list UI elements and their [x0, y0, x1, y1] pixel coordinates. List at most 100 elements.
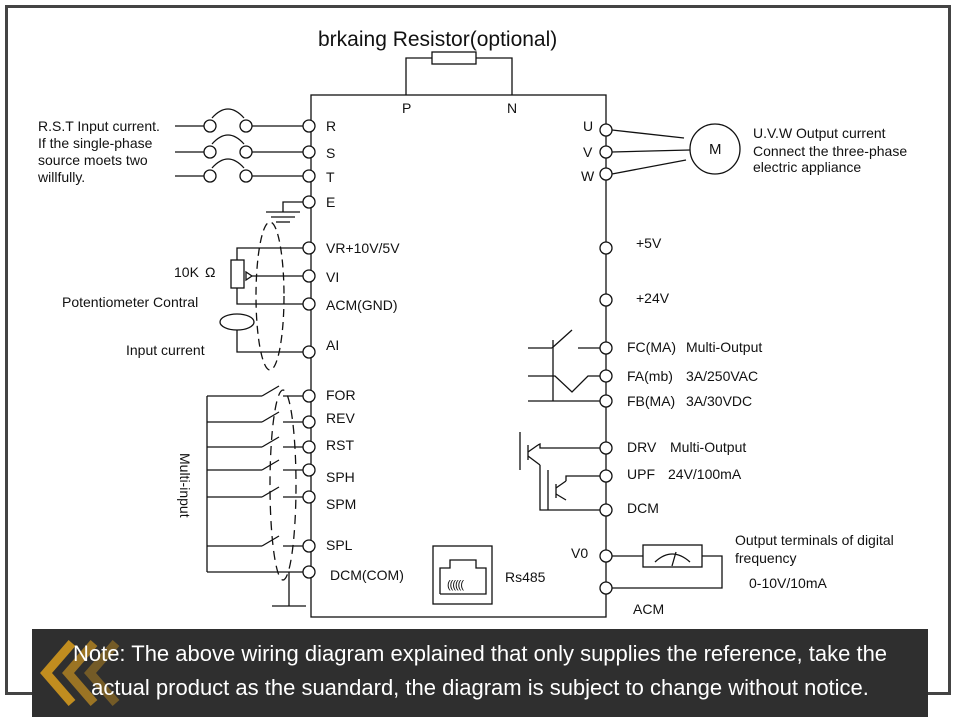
relay-text: Multi-Output [686, 339, 762, 355]
terminal-acm [302, 297, 316, 311]
label-rev: REV [326, 410, 355, 426]
label-t: T [326, 169, 335, 185]
label-r: R [326, 118, 336, 134]
terminal-fb [599, 394, 613, 408]
svg-text:((((((: (((((( [447, 579, 464, 591]
digital-freq-text: 0-10V/10mA [749, 575, 827, 591]
label-fc: FC(MA) [627, 339, 676, 355]
terminal-fa [599, 369, 613, 383]
terminal-s [302, 145, 316, 159]
label-for: FOR [326, 387, 356, 403]
terminal-sph [302, 463, 316, 477]
multi-input-switches [206, 385, 306, 607]
terminal-upf [599, 469, 613, 483]
terminal-v0 [599, 549, 613, 563]
right-terminal-labels: U V W +5V +24V FC(MA) Multi-Output FA(mb… [571, 118, 894, 617]
output-note: U.V.W Output current Connect the three-p… [753, 125, 911, 175]
digital-freq-text: frequency [735, 550, 796, 566]
transistor-output-group [519, 432, 600, 511]
label-5v: +5V [636, 235, 662, 251]
relay-output-group [528, 329, 600, 402]
shield-ellipse [269, 389, 297, 581]
frequency-meter-group [612, 544, 723, 589]
note-line-1: Note: The above wiring diagram explained… [72, 641, 888, 666]
label-s: S [326, 145, 335, 161]
input-note: R.S.T Input current. If the single-phase… [37, 118, 164, 185]
terminal-fc [599, 341, 613, 355]
note-line-2: actual product as the suandard, the diag… [91, 675, 869, 700]
terminal-ai [302, 345, 316, 359]
output-note-line: U.V.W Output current [753, 125, 886, 141]
ground-wire [282, 201, 303, 212]
label-spl: SPL [326, 537, 353, 553]
resistor-wire-n [476, 57, 513, 95]
rs485-port-icon: (((((( [432, 545, 493, 605]
left-terminal-labels: R S T E VR+10V/5V VI ACM(GND) AI FOR REV… [326, 118, 404, 583]
uvw-output-group [611, 123, 741, 175]
label-drv: DRV [627, 439, 657, 455]
potentiometer-label: Potentiometer Contral [62, 294, 198, 310]
input-note-line: If the single-phase [38, 135, 153, 151]
left-terminal-circles [302, 119, 316, 579]
terminal-r [302, 119, 316, 133]
terminal-vr [302, 241, 316, 255]
inverter-box [310, 94, 607, 618]
terminal-u [599, 123, 613, 137]
terminal-rev [302, 415, 316, 429]
output-note-line: electric appliance [753, 159, 861, 175]
label-acm: ACM(GND) [326, 297, 398, 313]
terminal-t [302, 169, 316, 183]
label-dcm-com: DCM(COM) [330, 567, 404, 583]
label-vr: VR+10V/5V [326, 240, 400, 256]
transistor-text: 24V/100mA [668, 466, 742, 482]
transistor-text: Multi-Output [670, 439, 746, 455]
terminal-v [599, 145, 613, 159]
terminal-dcm-com [302, 565, 316, 579]
potentiometer [219, 247, 303, 353]
ohm-icon: Ω [205, 264, 215, 280]
terminal-e [302, 195, 316, 209]
motor-label: M [709, 141, 722, 158]
label-w: W [581, 168, 595, 184]
label-dcm: DCM [627, 500, 659, 516]
label-u: U [583, 118, 593, 134]
label-acm-right: ACM [633, 601, 664, 617]
relay-text: 3A/250VAC [686, 368, 758, 384]
input-current-label: Input current [126, 342, 205, 358]
label-upf: UPF [627, 466, 655, 482]
label-ai: AI [326, 337, 339, 353]
terminal-for [302, 389, 316, 403]
rs485-label: Rs485 [505, 569, 546, 585]
shield-ellipse [255, 221, 285, 371]
terminal-24v [599, 293, 613, 307]
multi-input-label: Multi-input [177, 453, 193, 518]
terminal-acm-right [599, 581, 613, 595]
label-v: V [583, 144, 593, 160]
label-sph: SPH [326, 469, 355, 485]
label-fb: FB(MA) [627, 393, 675, 409]
terminal-n-label: N [507, 100, 517, 116]
relay-text: 3A/30VDC [686, 393, 752, 409]
input-note-line: source moets two [38, 152, 148, 168]
braking-resistor [431, 51, 477, 65]
label-fa: FA(mb) [627, 368, 673, 384]
label-vi: VI [326, 269, 339, 285]
terminal-drv [599, 441, 613, 455]
input-note-line: willfully. [37, 169, 85, 185]
terminal-5v [599, 241, 613, 255]
terminal-p-label: P [402, 100, 411, 116]
terminal-dcm [599, 503, 613, 517]
terminal-vi [302, 269, 316, 283]
resistor-wire-p [405, 57, 432, 95]
terminal-spl [302, 539, 316, 553]
terminal-w [599, 167, 613, 181]
label-rst: RST [326, 437, 354, 453]
terminal-spm [302, 490, 316, 504]
label-24v: +24V [636, 290, 670, 306]
terminal-rst [302, 440, 316, 454]
label-e: E [326, 194, 335, 210]
chevron-arrows-icon [40, 640, 120, 706]
right-terminal-circles [599, 123, 613, 595]
label-spm: SPM [326, 496, 356, 512]
